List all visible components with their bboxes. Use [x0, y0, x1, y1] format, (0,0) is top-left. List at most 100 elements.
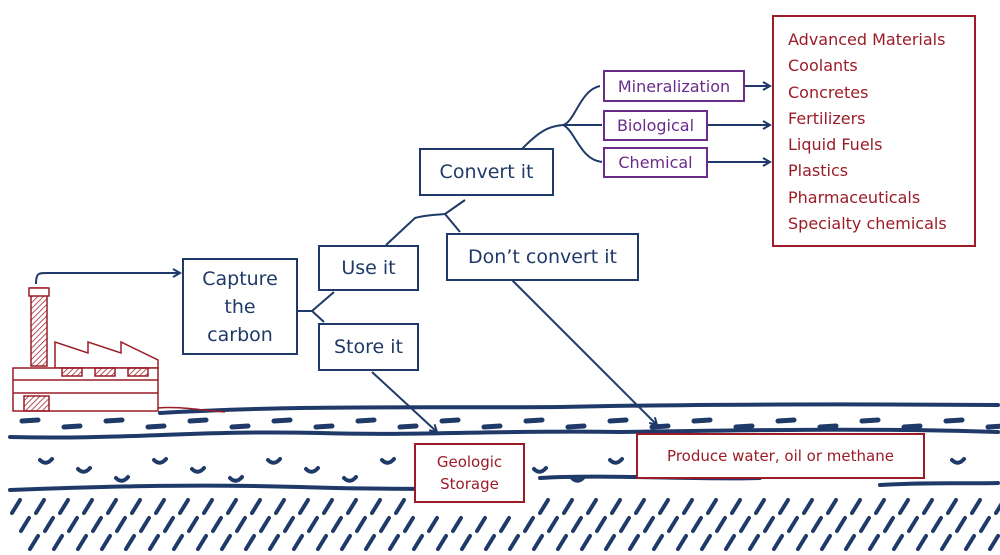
rock-hatch [796, 534, 808, 551]
rock-dash [355, 417, 377, 424]
rock-hatch [364, 534, 376, 551]
rock-hatch [523, 516, 535, 533]
rock-hatch [148, 534, 160, 551]
rock-hatch [220, 534, 232, 551]
factory-icon [12, 287, 226, 413]
rock-hatch [202, 498, 214, 515]
rock-hatch [787, 516, 799, 533]
dont-convert-it-label: Don’t convert it [468, 246, 617, 268]
rock-hatch [34, 498, 46, 515]
arrow-store-to-geologic [371, 371, 437, 432]
rock-hatch [106, 498, 118, 515]
rock-hatch [667, 516, 679, 533]
produce-label: Produce water, oil or methane [667, 447, 894, 465]
capture-carbon-box: Capture the carbon [182, 258, 298, 355]
rock-tick [342, 475, 358, 483]
rock-hatch [178, 498, 190, 515]
products-list-box: Advanced Materials Coolants Concretes Fe… [772, 15, 976, 247]
rock-hatch [691, 516, 703, 533]
product-item: Fertilizers [788, 108, 866, 128]
connector-lines [35, 86, 770, 432]
rock-dash [817, 423, 839, 430]
rock-hatch [586, 498, 598, 515]
rock-hatch [292, 534, 304, 551]
rock-hatch [187, 516, 199, 533]
rock-tick [304, 466, 320, 474]
rock-hatch [427, 516, 439, 533]
rock-hatch [979, 516, 991, 533]
convert-it-label: Convert it [439, 161, 534, 183]
rock-hatch [235, 516, 247, 533]
rock-hatch [580, 534, 592, 551]
rock-tick [266, 457, 282, 465]
product-item: Plastics [788, 161, 849, 181]
rock-hatch [298, 498, 310, 515]
branch-capture [298, 291, 335, 323]
use-it-label: Use it [341, 257, 396, 279]
dont-convert-it-box: Don’t convert it [446, 233, 639, 281]
rock-hatch [394, 498, 406, 515]
rock-dash [481, 423, 503, 430]
rock-hatch [643, 516, 655, 533]
rock-hatch [802, 498, 814, 515]
rock-hatch [835, 516, 847, 533]
rock-hatch [508, 534, 520, 551]
rock-hatch [931, 516, 943, 533]
rock-hatch [610, 498, 622, 515]
rock-hatch [820, 534, 832, 551]
rock-hatch [67, 516, 79, 533]
rock-hatch [547, 516, 559, 533]
arrow-factory-to-capture [35, 273, 180, 285]
use-it-box: Use it [318, 245, 419, 291]
rock-hatch [556, 534, 568, 551]
rock-hatch [475, 516, 487, 533]
rock-dash [607, 417, 629, 424]
rock-hatch [898, 498, 910, 515]
mineralization-box: Mineralization [603, 70, 745, 102]
rock-hatch [403, 516, 415, 533]
rock-hatch [211, 516, 223, 533]
capture-carbon-label: Capture the carbon [202, 267, 278, 346]
ground-surface-line [158, 402, 1000, 415]
rock-hatch [244, 534, 256, 551]
rock-dash [943, 417, 965, 424]
rock-hatch [940, 534, 952, 551]
rock-dash [145, 423, 167, 430]
rock-hatch [250, 498, 262, 515]
rock-hatch [460, 534, 472, 551]
rock-dash [859, 417, 881, 424]
rock-hatch [892, 534, 904, 551]
rock-tick [380, 457, 396, 465]
rock-hatch [826, 498, 838, 515]
rock-hatch [43, 516, 55, 533]
rock-dash [61, 423, 83, 430]
rock-hatch [115, 516, 127, 533]
rock-dash [775, 417, 797, 424]
product-item: Liquid Fuels [788, 135, 883, 155]
rock-tick [950, 457, 966, 465]
rock-hatch [58, 498, 70, 515]
rock-dash [733, 423, 755, 430]
rock-dash [901, 423, 923, 430]
rock-hatch [994, 502, 1000, 515]
rock-dash [649, 423, 671, 430]
rock-hatch [730, 498, 742, 515]
rock-hatch [604, 534, 616, 551]
layer-line-1 [8, 427, 1000, 440]
rock-hatch [28, 534, 40, 551]
arrow-dontconvert-to-produce [511, 279, 657, 425]
rock-hatch [226, 498, 238, 515]
rock-hatch [538, 498, 550, 515]
rock-hatch [844, 534, 856, 551]
rock-hatch [451, 516, 463, 533]
rock-hatch [883, 516, 895, 533]
rock-tick [608, 457, 624, 465]
rock-hatch [91, 516, 103, 533]
rock-hatch [196, 534, 208, 551]
rock-hatch [916, 534, 928, 551]
rock-hatch [970, 498, 982, 515]
rock-hatch [676, 534, 688, 551]
rock-hatch [922, 498, 934, 515]
rock-hatch [268, 534, 280, 551]
